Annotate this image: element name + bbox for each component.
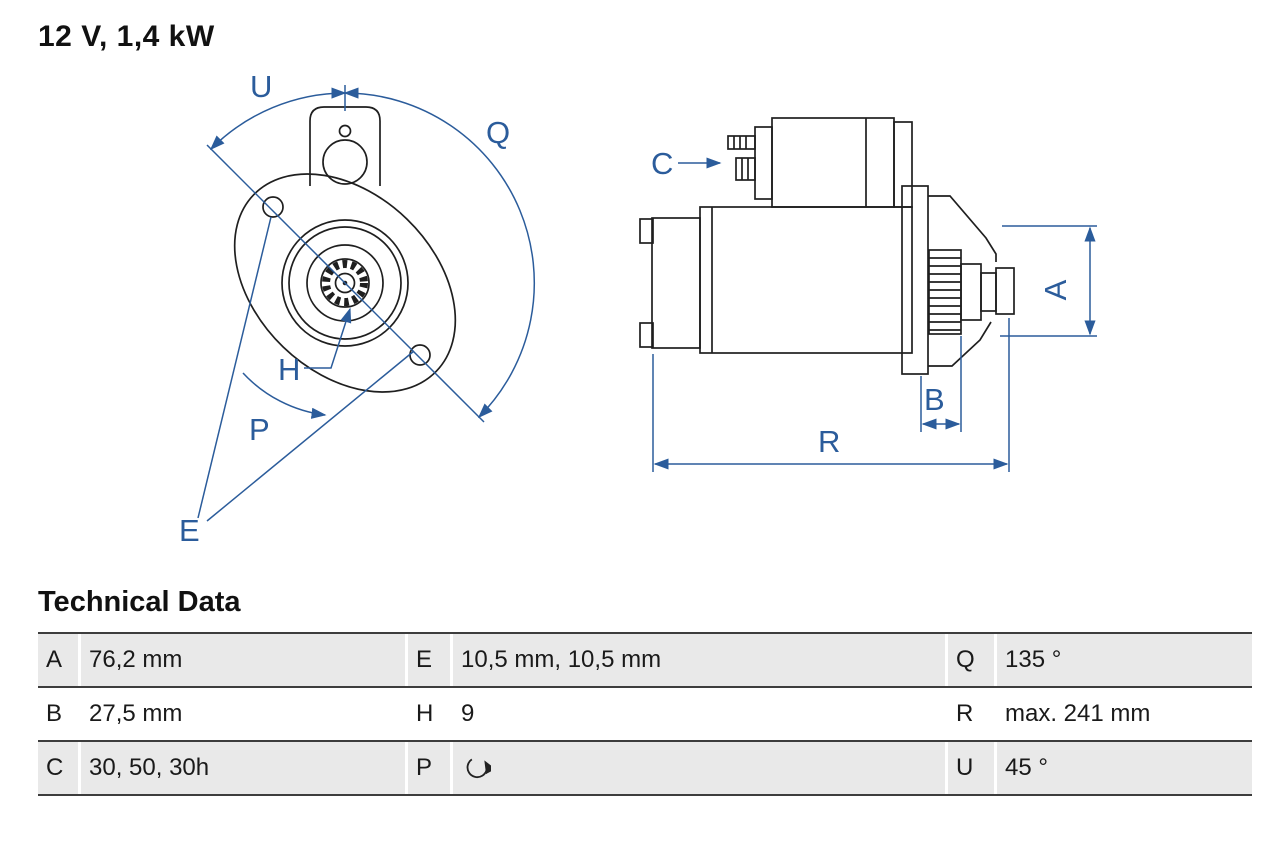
param-value-q: 135 ° [997, 634, 1252, 686]
end-bracket-stud-bottom [639, 322, 654, 348]
shaft-nose [995, 267, 1015, 315]
leader-e-lower [206, 350, 415, 522]
label-e: E [179, 513, 200, 548]
param-value-b: 27,5 mm [89, 700, 183, 727]
label-u: U [250, 69, 272, 104]
front-view-geometry [233, 106, 457, 393]
drive-housing-top [928, 195, 997, 262]
param-key-p: P [408, 742, 450, 794]
param-value-a: 76,2 mm [81, 634, 405, 686]
pinion-side [928, 249, 962, 335]
side-view-geometry [639, 117, 1015, 375]
param-key-e: E [408, 634, 450, 686]
page-title: 12 V, 1,4 kW [38, 20, 215, 53]
tab-small-hole [338, 124, 352, 138]
dimension-annotations [197, 85, 1097, 522]
param-key-a: A [38, 634, 78, 686]
end-bracket [651, 217, 701, 349]
label-p: P [249, 412, 270, 447]
mounting-hole-lower-right [409, 344, 431, 366]
shaft-step [980, 272, 997, 312]
param-key-b: B [46, 700, 63, 727]
label-h: H [278, 352, 300, 387]
rotation-arc-p [242, 372, 327, 419]
label-c: C [651, 146, 673, 181]
param-key-u: U [948, 742, 994, 794]
terminal-studs [727, 135, 756, 181]
param-key-q: Q [948, 634, 994, 686]
label-b: B [924, 382, 945, 417]
solenoid-body [771, 117, 895, 208]
technical-data-section: Technical Data A 76,2 mm E 10,5 mm, 10,5… [38, 586, 1252, 796]
leader-h [304, 307, 352, 369]
param-key-r: R [956, 700, 974, 727]
param-value-u: 45 ° [997, 742, 1252, 794]
param-key-c: C [38, 742, 78, 794]
table-row: A 76,2 mm E 10,5 mm, 10,5 mm Q 135 ° [38, 634, 1252, 688]
param-value-h: 9 [461, 700, 475, 727]
param-value-e: 10,5 mm, 10,5 mm [453, 634, 945, 686]
solenoid-left-cap [754, 126, 773, 200]
rotation-direction-icon [466, 758, 491, 779]
angle-arc-u [209, 87, 347, 151]
angle-arc-q [343, 87, 536, 419]
param-value-p [453, 742, 945, 794]
end-bracket-stud-top [639, 218, 654, 244]
radius-line-q [344, 282, 485, 423]
technical-data-table: A 76,2 mm E 10,5 mm, 10,5 mm Q 135 ° B 2… [38, 632, 1252, 796]
table-row: C 30, 50, 30h P U 45 ° [38, 742, 1252, 796]
mounting-flange [901, 185, 929, 375]
label-r: R [818, 424, 840, 459]
param-value-r: max. 241 mm [1005, 700, 1151, 727]
shaft-bearing [960, 263, 982, 321]
tab-large-hole [322, 139, 368, 185]
mounting-hole-upper-left [262, 196, 284, 218]
table-row: B 27,5 mm H 9 R max. 241 mm [38, 688, 1252, 742]
technical-data-heading: Technical Data [38, 586, 241, 618]
solenoid-right-cap [893, 121, 913, 208]
dimension-letters: U Q H P E C A B R [179, 69, 1073, 548]
starter-motor-technical-drawing: U Q H P E C A B R [179, 69, 1097, 548]
label-q: Q [486, 115, 510, 150]
param-value-c: 30, 50, 30h [81, 742, 405, 794]
drive-housing-bottom [928, 321, 992, 367]
motor-body [699, 206, 913, 354]
param-key-h: H [416, 700, 434, 727]
radius-line-u [206, 144, 346, 284]
leader-e-upper [197, 216, 272, 519]
label-a: A [1038, 279, 1073, 300]
